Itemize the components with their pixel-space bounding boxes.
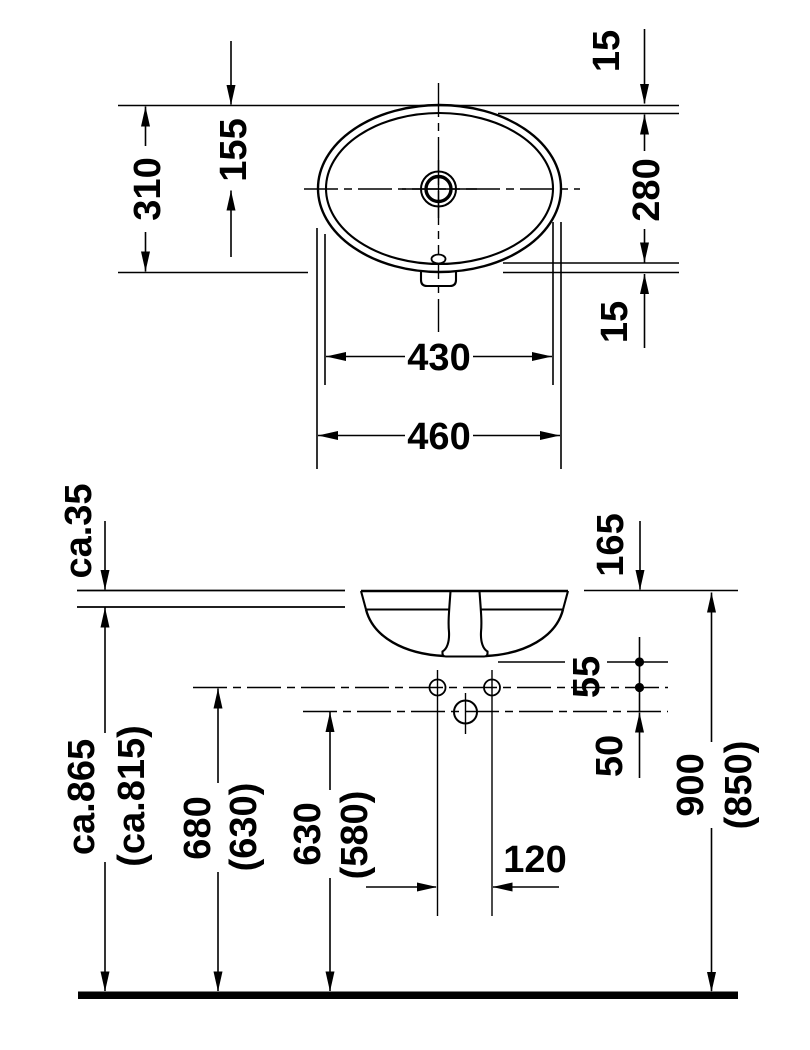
- dim-460: 460: [318, 416, 560, 458]
- dim-680: 680 (630): [177, 688, 265, 992]
- drain-channel: [441, 591, 489, 658]
- dim-ca815-label: (ca.815): [111, 725, 153, 867]
- dim-165-label: 165: [590, 513, 632, 576]
- dim-55-label: 55: [566, 656, 608, 698]
- dim-900-label: 900: [670, 753, 712, 816]
- dim-280-label: 280: [626, 158, 668, 221]
- dim-15-bottom: 15: [594, 274, 649, 348]
- dim-310-label: 310: [127, 157, 169, 220]
- dim-15-top-label: 15: [586, 30, 628, 72]
- floor-line: [78, 991, 738, 999]
- top-view: 310 155 15 280 15: [118, 29, 679, 469]
- dim-120: 120: [366, 839, 567, 892]
- dim-630: 630 (580): [287, 712, 376, 992]
- overflow-hole: [430, 253, 447, 265]
- dim-155-label: 155: [213, 118, 255, 181]
- dim-ca35-label: ca.35: [58, 483, 100, 578]
- dim-55: 55: [566, 637, 645, 712]
- dim-430-label: 430: [407, 337, 470, 379]
- dim-900: 900 (850): [670, 592, 760, 992]
- dim-630-label: 630: [287, 802, 329, 865]
- dim-630-alt-label: (630): [223, 783, 265, 872]
- basin-rim-right-edge: [561, 590, 570, 610]
- dim-ca865-label: ca.865: [61, 739, 103, 855]
- dim-165: 165: [590, 513, 645, 590]
- dim-460-label: 460: [407, 416, 470, 458]
- dim-15-top: 15: [586, 29, 649, 104]
- dim-155: 155: [213, 41, 255, 257]
- dim-50: 50: [589, 712, 644, 778]
- bowl-curve-left: [364, 609, 445, 658]
- dim-120-label: 120: [503, 839, 566, 881]
- dim-280: 280: [626, 114, 668, 263]
- bowl-curve-right: [485, 609, 565, 658]
- dim-50-label: 50: [589, 735, 631, 777]
- dim-680-label: 680: [177, 796, 219, 859]
- dim-ca865: ca.865 (ca.815): [61, 607, 153, 992]
- dim-580-alt-label: (580): [334, 791, 376, 880]
- dim-430: 430: [326, 337, 552, 379]
- dim-850-alt-label: (850): [718, 741, 760, 830]
- tap-platform-notch: [419, 272, 458, 288]
- front-view: ca.35 ca.865 (ca.815) 165 55: [58, 483, 760, 999]
- dim-ca35: ca.35: [58, 483, 110, 590]
- dim-15-bottom-label: 15: [594, 301, 636, 343]
- basin-rim-left-edge: [359, 590, 368, 610]
- dim-310: 310: [127, 106, 169, 272]
